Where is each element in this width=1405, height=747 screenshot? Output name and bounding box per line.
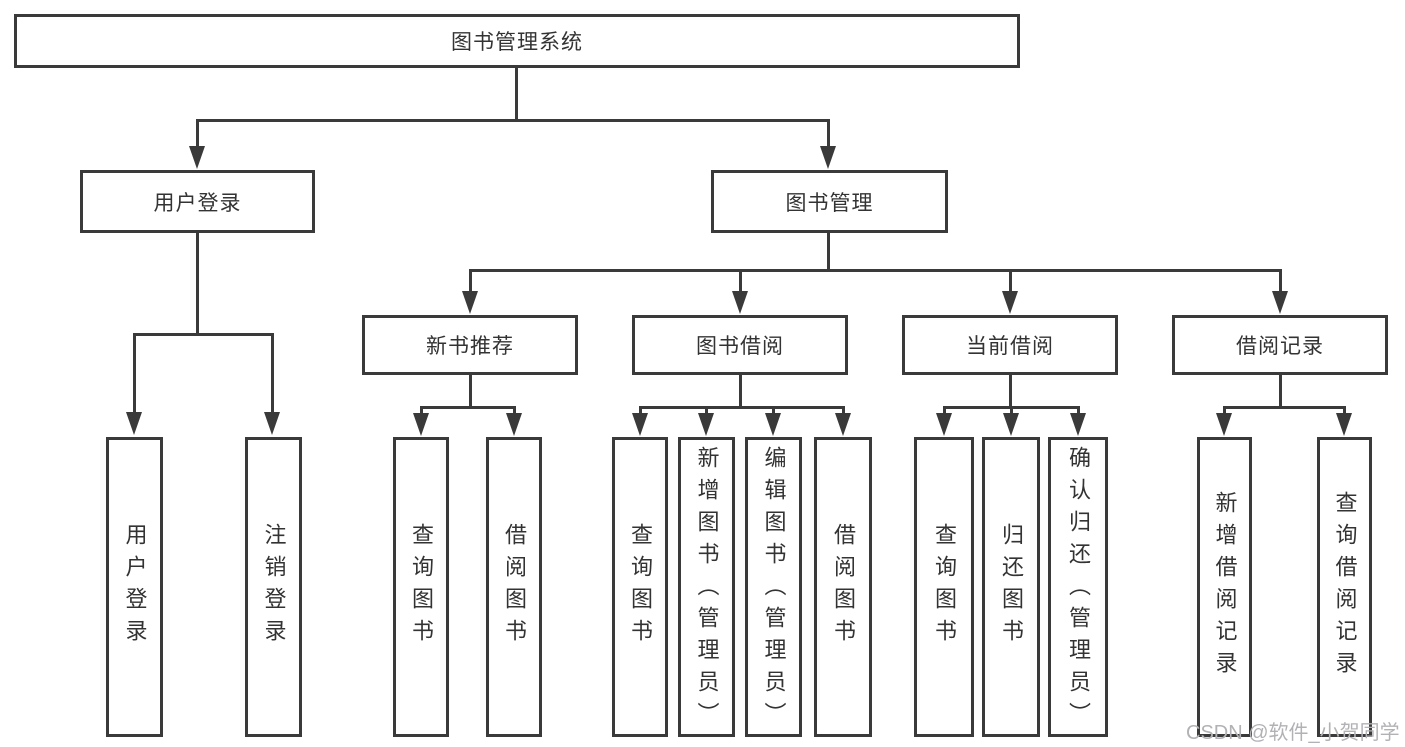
connector-line bbox=[133, 333, 136, 413]
leaf-query-book-current: 查询图书 bbox=[914, 437, 974, 737]
leaf-query-book-borrowing: 查询图书 bbox=[612, 437, 668, 737]
node-label: 编辑图书（管理员） bbox=[761, 446, 787, 734]
connector-line bbox=[469, 269, 472, 293]
connector-line bbox=[1010, 406, 1013, 416]
node-current-borrowing: 当前借阅 bbox=[902, 315, 1118, 375]
connector-line bbox=[827, 233, 830, 271]
connector-line bbox=[842, 406, 845, 416]
connector-line bbox=[420, 406, 423, 416]
node-label: 查询图书 bbox=[409, 523, 434, 651]
connector-line bbox=[1077, 406, 1080, 416]
connector-line bbox=[943, 406, 946, 416]
node-label: 新书推荐 bbox=[426, 335, 514, 358]
node-user-login: 用户登录 bbox=[80, 170, 315, 233]
leaf-edit-book-admin: 编辑图书（管理员） bbox=[745, 437, 802, 737]
leaf-query-book-recommend: 查询图书 bbox=[393, 437, 449, 737]
node-label: 查询图书 bbox=[628, 523, 653, 651]
connector-line bbox=[1343, 406, 1346, 416]
connector-line bbox=[739, 375, 742, 408]
connector-line bbox=[639, 406, 844, 409]
connector-line bbox=[1223, 406, 1345, 409]
arrowhead-down-icon bbox=[413, 413, 429, 436]
node-label: 图书借阅 bbox=[696, 335, 784, 358]
arrowhead-down-icon bbox=[632, 413, 648, 436]
connector-line bbox=[739, 269, 742, 293]
arrowhead-down-icon bbox=[1003, 413, 1019, 436]
connector-line bbox=[705, 406, 708, 416]
node-label: 用户登录 bbox=[122, 523, 148, 651]
arrowhead-down-icon bbox=[189, 146, 205, 169]
csdn-watermark: CSDN @软件_小贺同学 bbox=[1186, 722, 1400, 744]
connector-line bbox=[1009, 375, 1012, 408]
node-label: 用户登录 bbox=[153, 191, 242, 215]
node-new-book-recommend: 新书推荐 bbox=[362, 315, 578, 375]
node-label: 新增借阅记录 bbox=[1212, 491, 1238, 683]
connector-line bbox=[469, 269, 1281, 272]
leaf-return-book: 归还图书 bbox=[982, 437, 1040, 737]
arrowhead-down-icon bbox=[126, 412, 142, 435]
node-borrowing-records: 借阅记录 bbox=[1172, 315, 1388, 375]
node-book-borrowing: 图书借阅 bbox=[632, 315, 848, 375]
node-label: 查询图书 bbox=[932, 523, 957, 651]
connector-line bbox=[1009, 269, 1012, 293]
arrowhead-down-icon bbox=[506, 413, 522, 436]
connector-line bbox=[1279, 269, 1282, 293]
arrowhead-down-icon bbox=[462, 291, 478, 314]
leaf-add-borrow-record: 新增借阅记录 bbox=[1197, 437, 1252, 737]
connector-line bbox=[469, 375, 472, 408]
connector-line bbox=[772, 406, 775, 416]
leaf-user-login: 用户登录 bbox=[106, 437, 163, 737]
connector-line bbox=[513, 406, 516, 416]
arrowhead-down-icon bbox=[1216, 413, 1232, 436]
connector-line bbox=[196, 119, 199, 147]
node-library-system: 图书管理系统 bbox=[14, 14, 1020, 68]
connector-line bbox=[1223, 406, 1226, 416]
connector-line bbox=[515, 67, 518, 120]
node-label: 图书管理系统 bbox=[451, 31, 583, 54]
leaf-borrow-book: 借阅图书 bbox=[814, 437, 872, 737]
node-label: 确认归还（管理员） bbox=[1066, 446, 1091, 734]
arrowhead-down-icon bbox=[765, 413, 781, 436]
arrowhead-down-icon bbox=[820, 146, 836, 169]
arrowhead-down-icon bbox=[1002, 291, 1018, 314]
arrowhead-down-icon bbox=[1336, 413, 1352, 436]
arrowhead-down-icon bbox=[936, 413, 952, 436]
node-label: 借阅图书 bbox=[831, 523, 856, 651]
node-label: 查询借阅记录 bbox=[1332, 491, 1358, 683]
leaf-add-book-admin: 新增图书（管理员） bbox=[678, 437, 735, 737]
leaf-query-borrow-record: 查询借阅记录 bbox=[1317, 437, 1372, 737]
node-label: 借阅记录 bbox=[1236, 335, 1324, 358]
connector-line bbox=[133, 333, 274, 336]
connector-line bbox=[420, 406, 516, 409]
node-label: 归还图书 bbox=[999, 523, 1024, 651]
connector-line bbox=[1279, 375, 1282, 408]
leaf-borrow-book-recommend: 借阅图书 bbox=[486, 437, 542, 737]
arrowhead-down-icon bbox=[1272, 291, 1288, 314]
arrowhead-down-icon bbox=[264, 412, 280, 435]
node-label: 借阅图书 bbox=[502, 523, 527, 651]
connector-line bbox=[196, 233, 199, 335]
leaf-confirm-return-admin: 确认归还（管理员） bbox=[1048, 437, 1108, 737]
node-book-management: 图书管理 bbox=[711, 170, 948, 233]
node-label: 注销登录 bbox=[261, 523, 287, 651]
node-label: 当前借阅 bbox=[966, 335, 1054, 358]
connector-line bbox=[827, 119, 830, 147]
arrowhead-down-icon bbox=[732, 291, 748, 314]
leaf-logout: 注销登录 bbox=[245, 437, 302, 737]
arrowhead-down-icon bbox=[835, 413, 851, 436]
connector-line bbox=[196, 119, 830, 122]
connector-line bbox=[271, 333, 274, 413]
connector-line bbox=[639, 406, 642, 416]
arrowhead-down-icon bbox=[1070, 413, 1086, 436]
node-label: 图书管理 bbox=[785, 191, 874, 215]
arrowhead-down-icon bbox=[698, 413, 714, 436]
node-label: 新增图书（管理员） bbox=[694, 446, 720, 734]
